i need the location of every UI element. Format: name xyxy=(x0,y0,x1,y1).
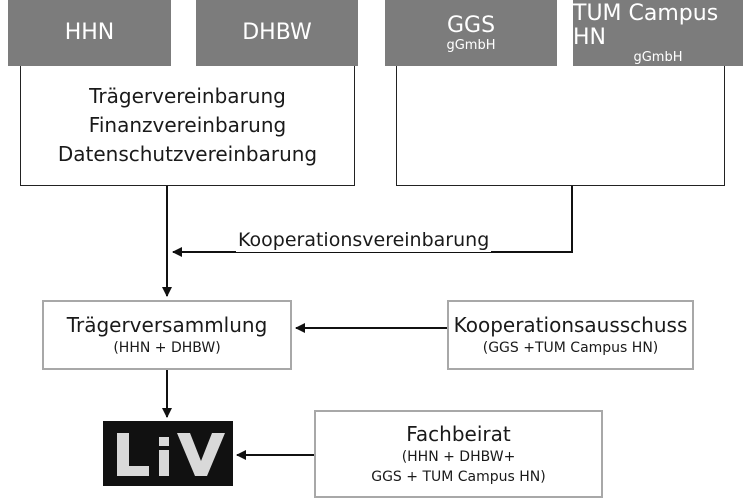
liv-logo-letters xyxy=(117,433,225,476)
cooperation-agreement-label: Kooperationsvereinbarung xyxy=(236,228,492,252)
header-tum-name: TUM Campus HN xyxy=(573,0,719,50)
cooperation-partners-bracket xyxy=(396,66,725,186)
fachbeirat-members-line1: (HHN + DHBW+ xyxy=(401,449,516,465)
header-tum-sub: gGmbH xyxy=(633,49,683,65)
header-dhbw-name: DHBW xyxy=(242,20,312,45)
header-ggs-name: GGS xyxy=(446,12,496,38)
traegerversammlung-members: (HHN + DHBW) xyxy=(113,340,221,356)
agreement-finanz: Finanzvereinbarung xyxy=(88,113,287,137)
fachbeirat-title: Fachbeirat xyxy=(406,422,511,446)
agreement-datenschutz: Datenschutzvereinbarung xyxy=(57,142,318,166)
header-ggs: GGS gGmbH xyxy=(385,0,557,66)
header-hhn: HHN xyxy=(8,0,171,66)
header-ggs-sub: gGmbH xyxy=(446,37,496,53)
traegerversammlung-box: Trägerversammlung (HHN + DHBW) xyxy=(42,300,292,370)
fachbeirat-box: Fachbeirat (HHN + DHBW+ GGS + TUM Campus… xyxy=(314,410,603,498)
traegerversammlung-title: Trägerversammlung xyxy=(66,313,268,337)
agreements-box: Trägervereinbarung Finanzvereinbarung Da… xyxy=(20,66,355,186)
agreement-traeger: Trägervereinbarung xyxy=(89,84,286,108)
fachbeirat-members-line2: GGS + TUM Campus HN) xyxy=(371,469,546,485)
arrow-cooperation-agreement xyxy=(172,186,573,257)
header-tum: TUM Campus HN gGmbH xyxy=(573,0,743,66)
header-dhbw: DHBW xyxy=(196,0,358,66)
kooperationsausschuss-members: (GGS +TUM Campus HN) xyxy=(482,340,659,356)
liv-logo xyxy=(103,421,233,486)
kooperationsausschuss-box: Kooperationsausschuss (GGS +TUM Campus H… xyxy=(447,300,694,370)
header-hhn-name: HHN xyxy=(64,20,115,45)
kooperationsausschuss-title: Kooperationsausschuss xyxy=(453,313,688,337)
